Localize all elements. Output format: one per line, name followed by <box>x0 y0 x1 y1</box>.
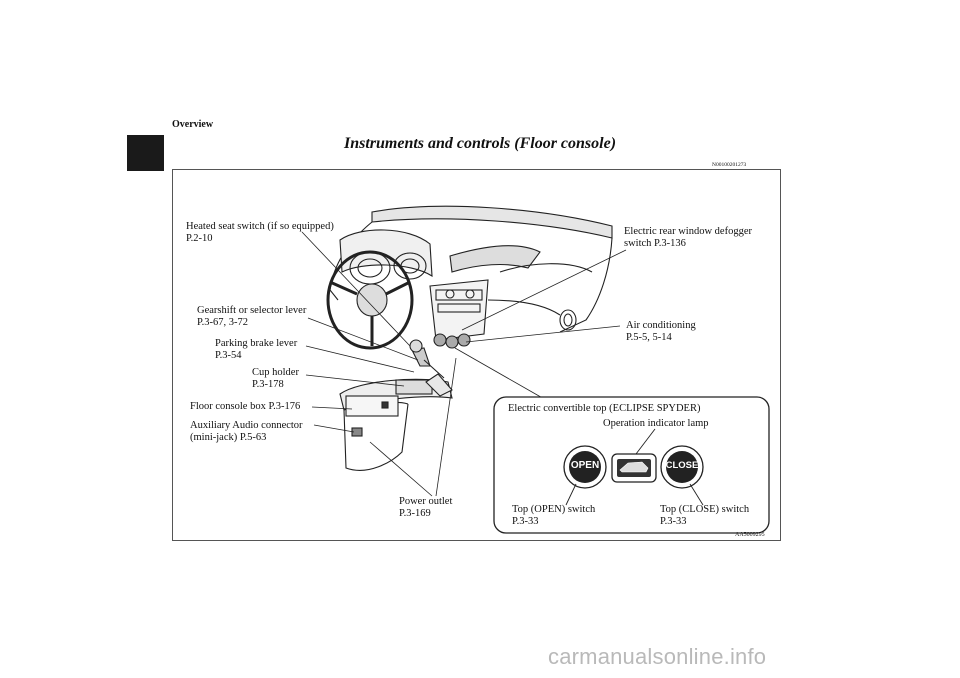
indicator-lamp-label: Operation indicator lamp <box>603 418 709 429</box>
dashboard-drawing <box>326 205 613 471</box>
section-label: Overview <box>172 119 214 130</box>
open-switch-cap <box>569 451 601 483</box>
figure-frame <box>172 169 781 541</box>
close-button-label: CLOSE <box>665 460 699 471</box>
car-top-icon <box>619 461 649 473</box>
close-switch-cap <box>666 451 698 483</box>
figure-code: AA5009295 <box>735 532 765 538</box>
callout-leaders <box>301 231 627 497</box>
callout-heated-seat: Heated seat switch (if so equipped)P.2-1… <box>186 221 334 244</box>
watermark: carmanualsonline.info <box>548 644 767 669</box>
open-button-label: OPEN <box>570 460 600 471</box>
page-title: Instruments and controls (Floor console) <box>343 135 617 152</box>
document-code: N00100201273 <box>712 162 747 168</box>
callout-aux-audio: Auxiliary Audio connector(mini-jack) P.5… <box>190 420 303 443</box>
chapter-tab-marker <box>127 135 164 171</box>
callout-floor-console-box: Floor console box P.3-176 <box>190 401 301 412</box>
convertible-top-inset <box>493 396 770 534</box>
inset-title: Electric convertible top (ECLIPSE SPYDER… <box>508 403 701 414</box>
